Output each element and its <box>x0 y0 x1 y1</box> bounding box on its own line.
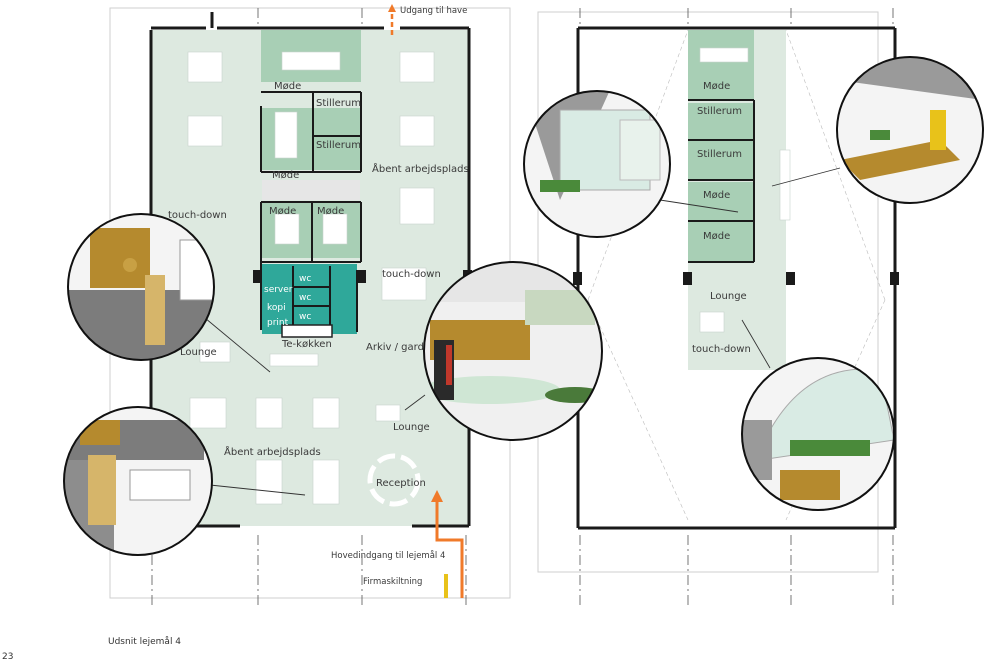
label-touchdown-e: touch-down <box>382 269 441 280</box>
label-r-lounge: Lounge <box>710 291 747 302</box>
right-floor <box>688 30 786 370</box>
label-moede-3: Møde <box>269 206 296 217</box>
main-entrance-arrow <box>431 490 464 598</box>
label-wc-1: wc <box>299 274 311 284</box>
label-moede-1: Møde <box>274 81 301 92</box>
right-desks <box>699 47 791 333</box>
label-r-moede-1: Møde <box>703 81 730 92</box>
label-print: print <box>267 318 289 328</box>
label-arkiv: Arkiv / gard <box>366 342 424 353</box>
sketch-bubble-5 <box>836 56 984 204</box>
sketch-bubble-1 <box>67 213 215 361</box>
label-reception: Reception <box>376 478 426 489</box>
label-r-touchdown: touch-down <box>692 344 751 355</box>
label-moede-4: Møde <box>317 206 344 217</box>
exit-garden-arrow <box>388 4 396 38</box>
label-wc-3: wc <box>299 312 311 322</box>
right-grid-lines <box>579 8 894 605</box>
sketch-bubble-3 <box>423 261 603 441</box>
label-r-moede-3: Møde <box>703 231 730 242</box>
label-server: server <box>264 285 293 295</box>
leader-lines <box>204 167 841 496</box>
label-aabent-2: Åbent arbejdsplads <box>224 445 321 458</box>
label-r-stillerum-1: Stillerum <box>697 106 742 117</box>
label-stillerum-1: Stillerum <box>316 98 361 109</box>
sketch-bubble-2 <box>63 406 213 556</box>
sketch-bubble-6 <box>741 357 895 511</box>
page-number: 23 <box>2 652 14 662</box>
label-kopi: kopi <box>267 303 286 313</box>
left-room-labels: Møde Stillerum Stillerum Møde Åbent arbe… <box>168 81 469 489</box>
label-r-moede-2: Møde <box>703 190 730 201</box>
caption: Udsnit lejemål 4 <box>108 637 182 647</box>
label-aabent-1: Åbent arbejdsplads <box>372 162 469 175</box>
label-moede-2: Møde <box>272 170 299 181</box>
label-wc-2: wc <box>299 293 311 303</box>
left-grid-lines <box>151 8 467 605</box>
label-signage: Firmaskiltning <box>363 577 422 587</box>
label-touchdown-w: touch-down <box>168 210 227 221</box>
label-exit-garden: Udgang til have <box>400 6 467 16</box>
label-stillerum-2: Stillerum <box>316 140 361 151</box>
label-lounge-w: Lounge <box>180 347 217 358</box>
right-room-labels: Møde Stillerum Stillerum Møde Møde Loung… <box>692 81 751 355</box>
label-main-entrance: Hovedindgang til lejemål 4 <box>331 550 445 561</box>
sketch-bubble-4 <box>523 90 671 238</box>
label-tekokken: Te-køkken <box>281 339 332 350</box>
label-lounge-e: Lounge <box>393 422 430 433</box>
label-r-stillerum-2: Stillerum <box>697 149 742 160</box>
left-desks <box>187 51 435 505</box>
right-columns <box>573 272 899 285</box>
